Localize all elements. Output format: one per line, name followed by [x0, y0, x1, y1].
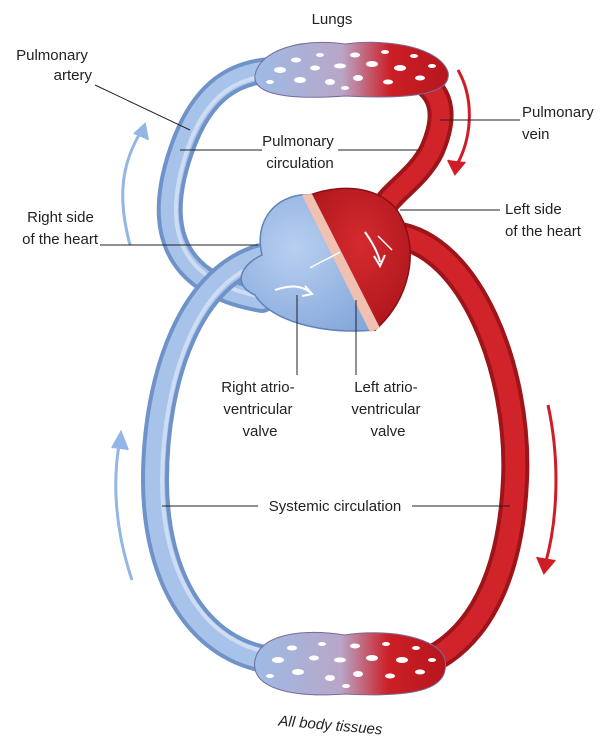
tissues-capillary-bed — [255, 632, 446, 694]
label-right-side-heart: Right side of the heart — [22, 209, 99, 248]
label-systemic-circulation: Systemic circulation — [269, 498, 402, 515]
label-all-body-tissues: All body tissues — [277, 712, 384, 738]
flow-arrow-down-icon — [537, 405, 556, 573]
flow-arrow-up-icon — [123, 124, 148, 245]
label-pulmonary-circulation: Pulmonary circulation — [262, 133, 338, 172]
label-left-side-heart: Left side of the heart — [505, 201, 582, 240]
flow-arrow-up-icon — [112, 432, 132, 580]
label-pulmonary-artery: Pulmonary artery — [16, 47, 92, 84]
lungs-capillary-bed — [255, 42, 448, 97]
label-pulmonary-vein: Pulmonary vein — [522, 104, 598, 143]
label-lungs: Lungs — [312, 11, 353, 28]
label-right-av-valve: Right atrio- ventricular valve — [221, 379, 299, 440]
label-left-av-valve: Left atrio- ventricular valve — [351, 379, 424, 440]
